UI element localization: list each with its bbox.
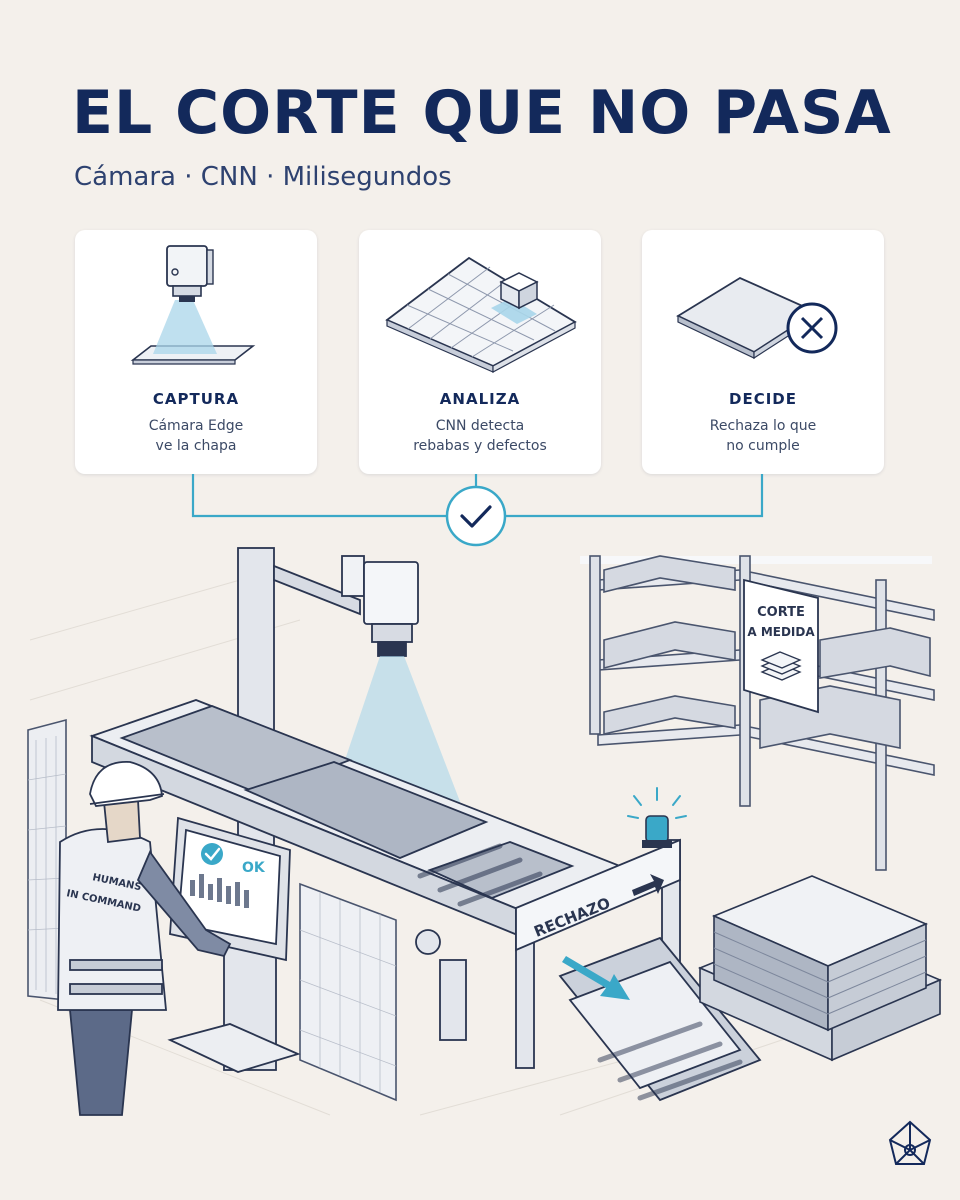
step-card-captura: CAPTURA Cámara Edge ve la chapa <box>75 230 317 474</box>
control-terminal <box>167 816 301 1073</box>
conveyor <box>89 699 623 1041</box>
step-card-decide: DECIDE Rechaza lo que no cumple <box>642 230 884 474</box>
bar-chart-icon <box>190 874 249 908</box>
operator <box>57 761 232 1116</box>
sheet-stack-icon <box>760 651 802 681</box>
check-circle-icon <box>445 485 507 547</box>
cut-to-size-sign: CORTE A MEDIDA <box>743 578 819 714</box>
storage-rack <box>580 555 935 871</box>
arrow-right-icon <box>632 874 664 896</box>
step-description: Cámara Edge ve la chapa <box>75 416 317 456</box>
beacon-light-icon <box>627 787 687 848</box>
step-desc-line: rebabas y defectos <box>413 438 547 454</box>
step-title: CAPTURA <box>152 390 240 408</box>
sheet-pallet <box>697 875 943 1062</box>
rack-sign-line1: CORTE <box>757 605 805 620</box>
step-connector <box>191 474 764 518</box>
step-desc-line: Cámara Edge <box>148 418 244 434</box>
brand-logo-icon <box>888 1120 932 1165</box>
step-desc-line: no cumple <box>726 438 800 454</box>
step-desc-line: Rechaza lo que <box>709 418 817 434</box>
reject-x-icon <box>676 276 838 360</box>
step-description: CNN detecta rebabas y defectos <box>359 416 601 456</box>
camera-icon <box>130 245 256 365</box>
step-title: ANALIZA <box>439 390 521 408</box>
page-subtitle: Cámara · CNN · Milisegundos <box>74 162 452 192</box>
grid-analysis-icon <box>385 256 577 374</box>
terminal-screen: OK <box>190 843 266 908</box>
screen-status: OK <box>242 860 266 876</box>
step-desc-line: CNN detecta <box>435 418 525 434</box>
step-card-analiza: ANALIZA CNN detecta rebabas y defectos <box>359 230 601 474</box>
safety-fence <box>27 718 397 1102</box>
step-description: Rechaza lo que no cumple <box>642 416 884 456</box>
step-title: DECIDE <box>729 390 797 408</box>
page-title: EL CORTE QUE NO PASA <box>72 78 892 148</box>
rack-sign-line2: A MEDIDA <box>747 625 815 639</box>
reject-arrow-icon <box>562 956 630 1000</box>
step-desc-line: ve la chapa <box>155 438 237 454</box>
